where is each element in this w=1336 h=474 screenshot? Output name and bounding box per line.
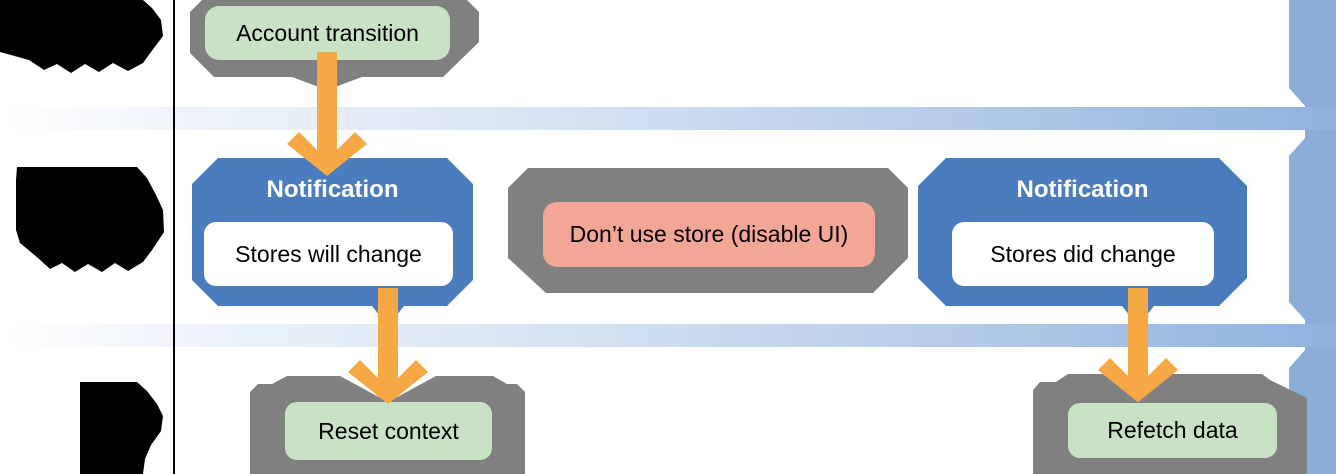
- account-transition-label: Account transition: [236, 19, 419, 46]
- timeline-band-top: [8, 107, 1336, 130]
- stores-will-change-node: Stores will change: [204, 222, 453, 286]
- stores-will-change-label: Stores will change: [235, 240, 422, 267]
- redacted-lane-label-bottom: [80, 382, 163, 474]
- stores-did-change-label: Stores did change: [990, 240, 1176, 267]
- dont-use-store-label: Don’t use store (disable UI): [569, 221, 849, 247]
- account-transition-node: Account transition: [205, 6, 450, 60]
- reset-context-label: Reset context: [318, 417, 459, 444]
- notification-title: Notification: [266, 176, 399, 203]
- dont-use-store-node: Don’t use store (disable UI): [543, 202, 875, 267]
- refetch-data-label: Refetch data: [1107, 417, 1238, 443]
- reset-context-node: Reset context: [285, 402, 492, 460]
- timeline-band-bottom: [8, 324, 1336, 347]
- stores-did-change-node: Stores did change: [952, 222, 1214, 286]
- redacted-lane-label-top: [0, 0, 163, 73]
- lane-divider-line: [173, 0, 175, 474]
- redacted-lane-label-middle: [16, 167, 164, 272]
- notification-title: Notification: [1016, 176, 1149, 203]
- refetch-data-node: Refetch data: [1068, 403, 1277, 458]
